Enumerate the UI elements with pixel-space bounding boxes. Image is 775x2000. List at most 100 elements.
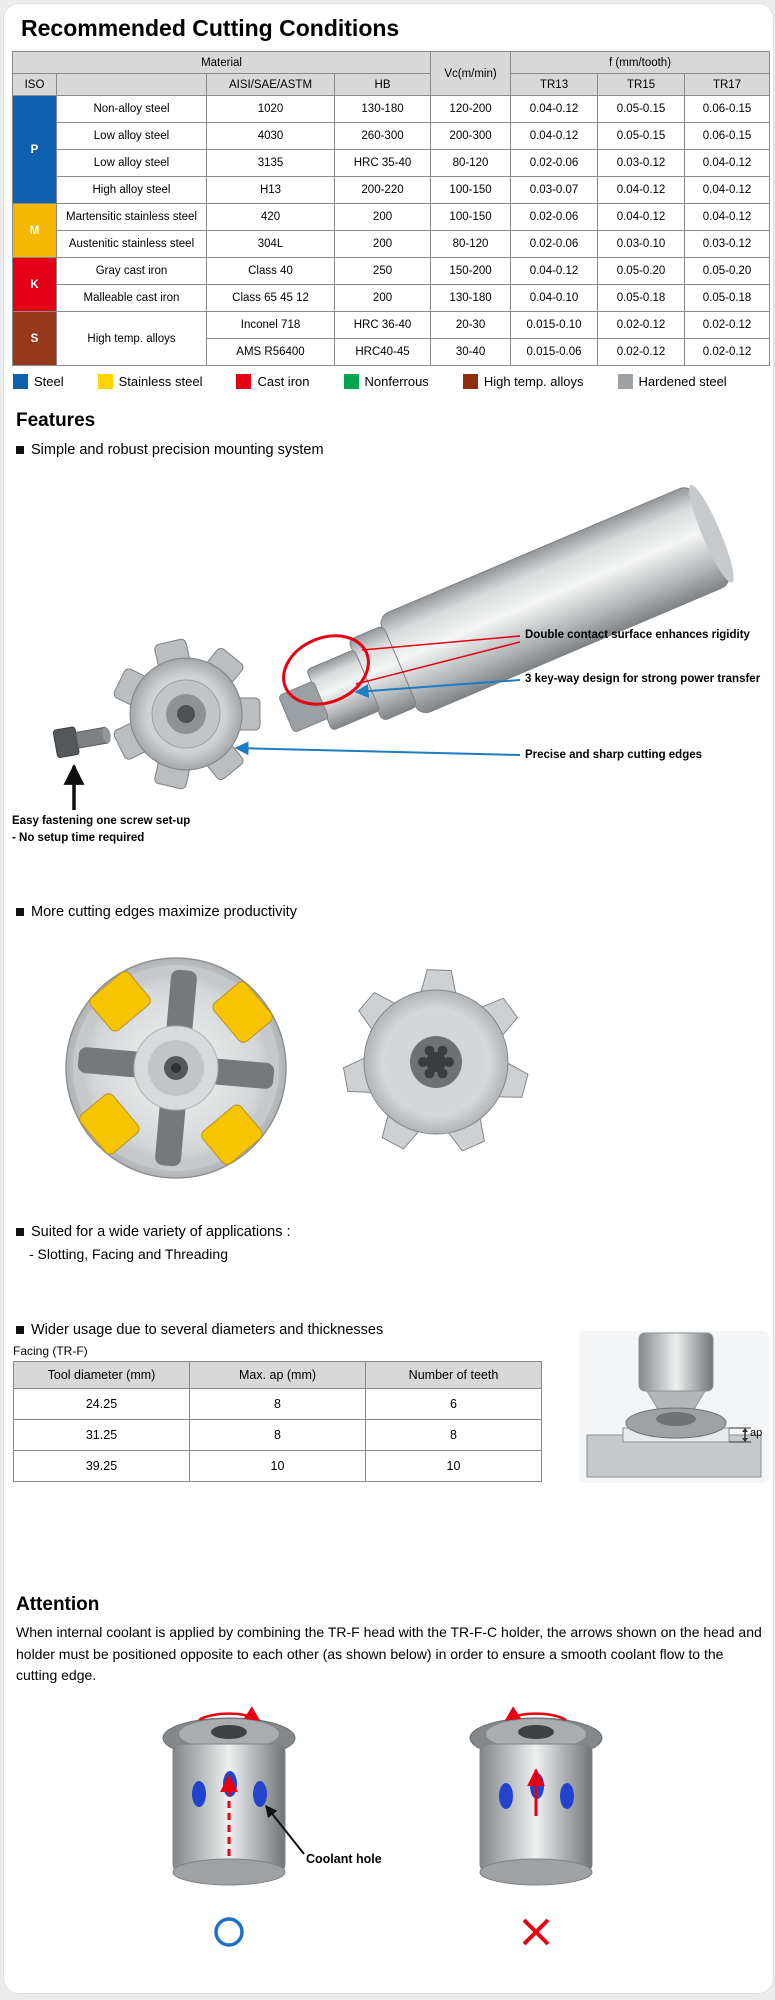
tr17-cell: 0.06-0.15 bbox=[684, 122, 771, 150]
coolant-hole-droplet bbox=[192, 1781, 206, 1807]
tr15-cell: 0.02-0.12 bbox=[597, 311, 686, 339]
bullet-square-icon bbox=[16, 1228, 24, 1236]
contact-leader-line bbox=[355, 641, 521, 685]
tr17-header: TR17 bbox=[684, 73, 771, 96]
contact-highlight-ellipse bbox=[282, 634, 370, 706]
diameter-cell: 31.25 bbox=[13, 1419, 190, 1451]
bullet-text: Simple and robust precision mounting sys… bbox=[31, 442, 324, 458]
facing-illustration bbox=[579, 1331, 769, 1483]
ap-cell: 10 bbox=[189, 1450, 366, 1482]
tr15-cell: 0.04-0.12 bbox=[597, 203, 686, 231]
vc-cell: 120-200 bbox=[430, 95, 512, 123]
aisi-cell: Inconel 718 bbox=[206, 311, 335, 339]
aisi-cell: 420 bbox=[206, 203, 335, 231]
vc-header: Vc(m/min) bbox=[430, 51, 512, 96]
feature-bullet-applications: Suited for a wide variety of application… bbox=[16, 1224, 291, 1240]
cutters-illustration bbox=[65, 957, 529, 1179]
tr13-cell: 0.03-0.07 bbox=[510, 176, 599, 204]
tr17-cell: 0.02-0.12 bbox=[684, 338, 771, 366]
aisi-cell: 1020 bbox=[206, 95, 335, 123]
stainless-color-swatch bbox=[97, 374, 113, 389]
vc-cell: 130-180 bbox=[430, 284, 512, 312]
vc-cell: 100-150 bbox=[430, 176, 512, 204]
max-ap-header: Max. ap (mm) bbox=[189, 1361, 366, 1389]
hb-cell: 130-180 bbox=[333, 95, 432, 123]
table-row: 31.25 8 8 bbox=[13, 1419, 542, 1451]
yellow-insert bbox=[201, 1104, 263, 1165]
bullet-square-icon bbox=[16, 908, 24, 916]
table-row: 24.25 8 6 bbox=[13, 1388, 542, 1420]
callout-cutting-edges: Precise and sharp cutting edges bbox=[525, 749, 703, 761]
feature-bullet-edges: More cutting edges maximize productivity bbox=[16, 904, 297, 920]
tool-holder bbox=[638, 1332, 714, 1392]
hb-cell: HRC40-45 bbox=[333, 338, 432, 366]
material-legend: Steel Stainless steel Cast iron Nonferro… bbox=[13, 374, 770, 389]
ap-cell: 8 bbox=[189, 1388, 366, 1420]
nonferrous-color-swatch bbox=[343, 374, 359, 389]
correct-circle-mark bbox=[214, 1917, 244, 1947]
iso-cell-k: K bbox=[12, 257, 57, 312]
tr13-cell: 0.02-0.06 bbox=[510, 149, 599, 177]
callout-keyway: 3 key-way design for strong power transf… bbox=[525, 673, 761, 685]
facing-cutter-hub bbox=[656, 1412, 696, 1426]
diameter-cell: 39.25 bbox=[13, 1450, 190, 1482]
coolant-head-correct bbox=[162, 1706, 296, 1886]
legend-item: Steel bbox=[13, 374, 64, 389]
hb-cell: 200 bbox=[333, 230, 432, 258]
tr13-cell: 0.04-0.10 bbox=[510, 284, 599, 312]
coolant-hole-droplet bbox=[560, 1783, 574, 1809]
solid-cutter-view bbox=[342, 969, 529, 1152]
callout-easy-fastening-line2: - No setup time required bbox=[12, 832, 145, 844]
vc-cell: 20-30 bbox=[430, 311, 512, 339]
facing-caption: Facing (TR-F) bbox=[13, 1344, 88, 1358]
material-cell: Gray cast iron bbox=[56, 257, 207, 285]
yellow-insert bbox=[79, 1093, 140, 1155]
yellow-insert bbox=[89, 971, 151, 1032]
teeth-header: Number of teeth bbox=[365, 1361, 542, 1389]
coolant-hole-droplet bbox=[499, 1783, 513, 1809]
legend-label: Nonferrous bbox=[364, 374, 429, 389]
vc-cell: 100-150 bbox=[430, 203, 512, 231]
legend-item: Stainless steel bbox=[97, 374, 203, 389]
iso-cell-s: S bbox=[12, 311, 57, 366]
hb-cell: HRC 35-40 bbox=[333, 149, 432, 177]
tool-diameter-header: Tool diameter (mm) bbox=[13, 1361, 190, 1389]
table-row: S High temp. alloys Inconel 718 HRC 36-4… bbox=[12, 311, 771, 366]
tr13-cell: 0.015-0.06 bbox=[510, 338, 599, 366]
coolant-head-incorrect bbox=[469, 1706, 603, 1886]
legend-label: Stainless steel bbox=[118, 374, 203, 389]
tr15-cell: 0.04-0.12 bbox=[597, 176, 686, 204]
feature-bullet-mounting: Simple and robust precision mounting sys… bbox=[16, 442, 324, 458]
keyway-arrow bbox=[354, 679, 521, 699]
tr13-cell: 0.04-0.12 bbox=[510, 95, 599, 123]
aisi-header: AISI/SAE/ASTM bbox=[206, 73, 335, 96]
teeth-cell: 6 bbox=[365, 1388, 542, 1420]
callout-easy-fastening-line1: Easy fastening one screw set-up bbox=[12, 815, 191, 827]
material-cell: Low alloy steel bbox=[56, 122, 207, 150]
legend-label: Steel bbox=[34, 374, 64, 389]
material-cell: Non-alloy steel bbox=[56, 95, 207, 123]
tr17-cell: 0.04-0.12 bbox=[684, 203, 771, 231]
tr17-cell: 0.05-0.20 bbox=[684, 257, 771, 285]
tr15-cell: 0.03-0.12 bbox=[597, 149, 686, 177]
tr17-cell: 0.06-0.15 bbox=[684, 95, 771, 123]
callout-double-contact: Double contact surface enhances rigidity bbox=[525, 629, 750, 641]
cutting-edge-arrow bbox=[234, 741, 521, 756]
hb-header: HB bbox=[333, 73, 432, 96]
hb-cell: 260-300 bbox=[333, 122, 432, 150]
tr15-cell: 0.02-0.12 bbox=[597, 338, 686, 366]
material-name-subheader bbox=[56, 73, 207, 96]
page-title: Recommended Cutting Conditions bbox=[21, 15, 400, 41]
tr17-cell: 0.04-0.12 bbox=[684, 176, 771, 204]
iso-header: ISO bbox=[12, 73, 57, 96]
iso-cell-m: M bbox=[12, 203, 57, 258]
material-header: Material bbox=[11, 51, 432, 74]
aisi-cell: H13 bbox=[206, 176, 335, 204]
cutters-figure bbox=[4, 934, 775, 1204]
tr17-cell: 0.05-0.18 bbox=[684, 284, 771, 312]
mounting-system-illustration bbox=[52, 484, 734, 810]
attention-heading: Attention bbox=[16, 1594, 100, 1615]
yellow-insert bbox=[212, 981, 273, 1043]
tr15-cell: 0.05-0.20 bbox=[597, 257, 686, 285]
coolant-hole-label: Coolant hole bbox=[306, 1852, 382, 1866]
